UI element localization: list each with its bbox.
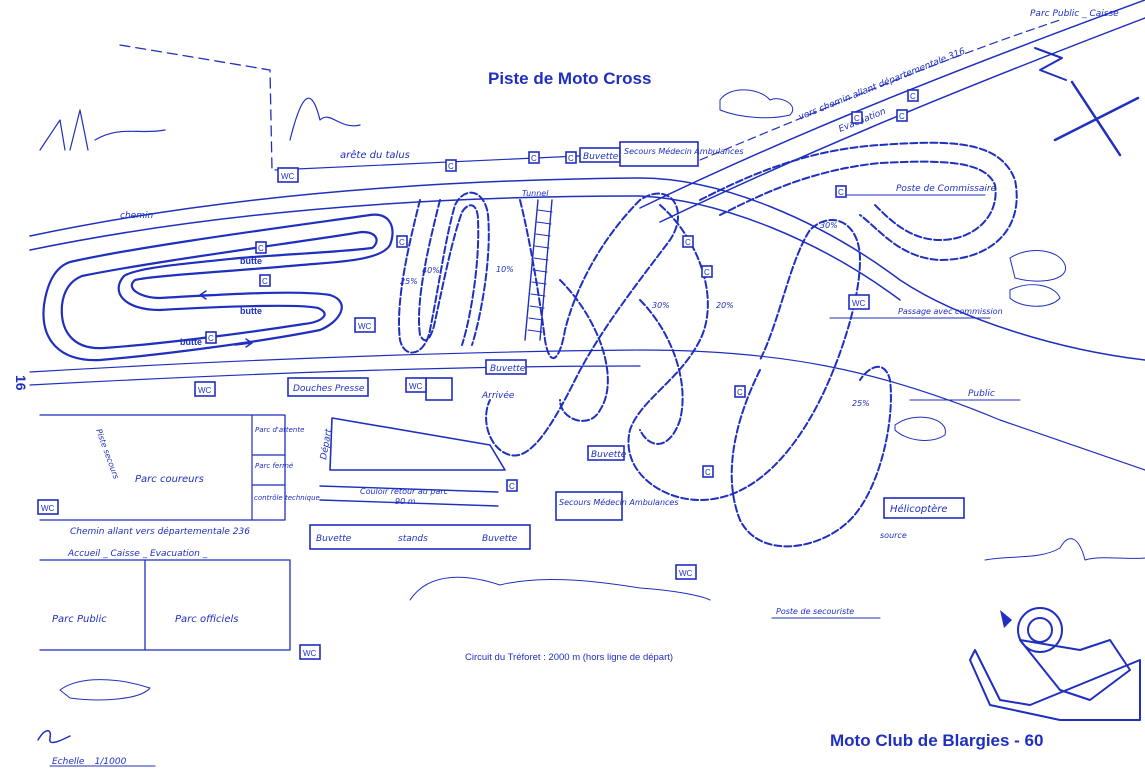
label-parc-ferme: Parc fermé (255, 462, 294, 470)
svg-text:C: C (568, 154, 574, 163)
label-piste-secours: Piste secours (94, 428, 120, 481)
label-pct-30b: 30% (820, 221, 838, 230)
label-tunnel: Tunnel (522, 189, 549, 198)
compass-rose-icon (1034, 47, 1140, 157)
svg-text:C: C (705, 468, 711, 477)
label-source: source (880, 531, 907, 540)
svg-text:C: C (854, 114, 860, 123)
svg-text:C: C (685, 238, 691, 247)
tunnel-ladder (524, 199, 553, 341)
svg-text:C: C (448, 162, 454, 171)
label-secours-mid: Secours Médecin Ambulances (559, 497, 679, 507)
svg-text:WC: WC (198, 386, 212, 395)
circuit-subtitle: Circuit du Tréforet : 2000 m (hors ligne… (465, 652, 673, 663)
svg-text:C: C (838, 188, 844, 197)
road-left (29, 177, 1145, 361)
label-pct-10: 10% (496, 265, 514, 274)
signature (37, 730, 71, 744)
page-number: 16 (13, 375, 29, 391)
club-name: Moto Club de Blargies - 60 (830, 731, 1043, 750)
label-public: Public (968, 389, 995, 399)
label-poste-secouriste: Poste de secouriste (776, 607, 854, 616)
svg-text:WC: WC (358, 322, 372, 331)
label-pct-40: 40% (422, 266, 440, 275)
motocross-rider-illustration (969, 607, 1141, 721)
wc-icons: WC WC WC WC WC WC WC WC (37, 167, 870, 660)
svg-text:C: C (737, 388, 743, 397)
label-parc-coureurs: Parc coureurs (135, 474, 204, 485)
label-couloir: Couloir retour au parc (360, 487, 449, 496)
label-butte-3: butte (180, 337, 202, 347)
label-pct-25b: 25% (852, 399, 870, 408)
commissaire-post-icons: C C C C C C C C C C C C C C C C (205, 89, 919, 492)
label-depart: Départ (318, 428, 334, 461)
label-pct-25: 25% (400, 277, 418, 286)
label-buvette-stands2: Buvette (482, 534, 518, 544)
label-90m: 90 m (395, 497, 416, 506)
svg-text:C: C (509, 482, 515, 491)
map-title: Piste de Moto Cross (488, 69, 651, 88)
label-stands: stands (398, 534, 428, 544)
label-buvette-right: Buvette (591, 450, 627, 460)
svg-text:WC: WC (303, 649, 317, 658)
depart-zone (329, 417, 506, 471)
svg-text:WC: WC (281, 172, 295, 181)
label-parc-officiels: Parc officiels (175, 614, 238, 625)
label-parc-attente: Parc d'attente (255, 426, 304, 434)
label-secours-top: Secours Médecin Ambulances (624, 146, 744, 156)
svg-text:WC: WC (409, 382, 423, 391)
svg-text:C: C (208, 334, 214, 343)
label-butte-1: butte (240, 256, 262, 266)
label-parc-public: Parc Public (52, 614, 107, 625)
label-buvette-top: Buvette (583, 152, 619, 162)
label-pct-30: 30% (652, 301, 670, 310)
label-passage-commission: Passage avec commission (898, 307, 1003, 316)
label-buvette-mid: Buvette (490, 364, 526, 374)
svg-text:C: C (910, 92, 916, 101)
svg-text:WC: WC (679, 569, 693, 578)
svg-text:WC: WC (852, 299, 866, 308)
svg-text:C: C (704, 268, 710, 277)
svg-text:C: C (899, 112, 905, 121)
label-controle-technique: contrôle technique (254, 494, 320, 502)
scale-label: Echelle _ 1/1000 (52, 757, 127, 767)
label-buvette-stands: Buvette (316, 534, 352, 544)
label-pct-20: 20% (716, 301, 734, 310)
parc-area (39, 414, 291, 651)
label-arrivee: Arrivée (481, 390, 515, 401)
label-douches-presse: Douches Presse (293, 384, 365, 394)
label-poste-commissaire: Poste de Commissaire (896, 184, 997, 194)
label-helicoptere: Hélicoptère (890, 503, 948, 515)
label-accueil: Accueil _ Caisse _ Evacuation _ (67, 549, 208, 559)
svg-text:C: C (262, 277, 268, 286)
svg-text:C: C (399, 238, 405, 247)
vegetation (59, 89, 1145, 701)
motocross-track (398, 141, 1018, 548)
label-butte-2: butte (240, 306, 262, 316)
svg-text:C: C (531, 154, 537, 163)
label-parc-public-caisse: Parc Public _ Caisse (1030, 9, 1119, 19)
label-chemin-236: Chemin allant vers départementale 236 (70, 526, 250, 537)
svg-text:WC: WC (41, 504, 55, 513)
oval-track (42, 213, 394, 362)
label-chemin-left: chemin (120, 211, 153, 221)
svg-text:C: C (258, 244, 264, 253)
label-arete-talus: arête du talus (340, 149, 410, 161)
